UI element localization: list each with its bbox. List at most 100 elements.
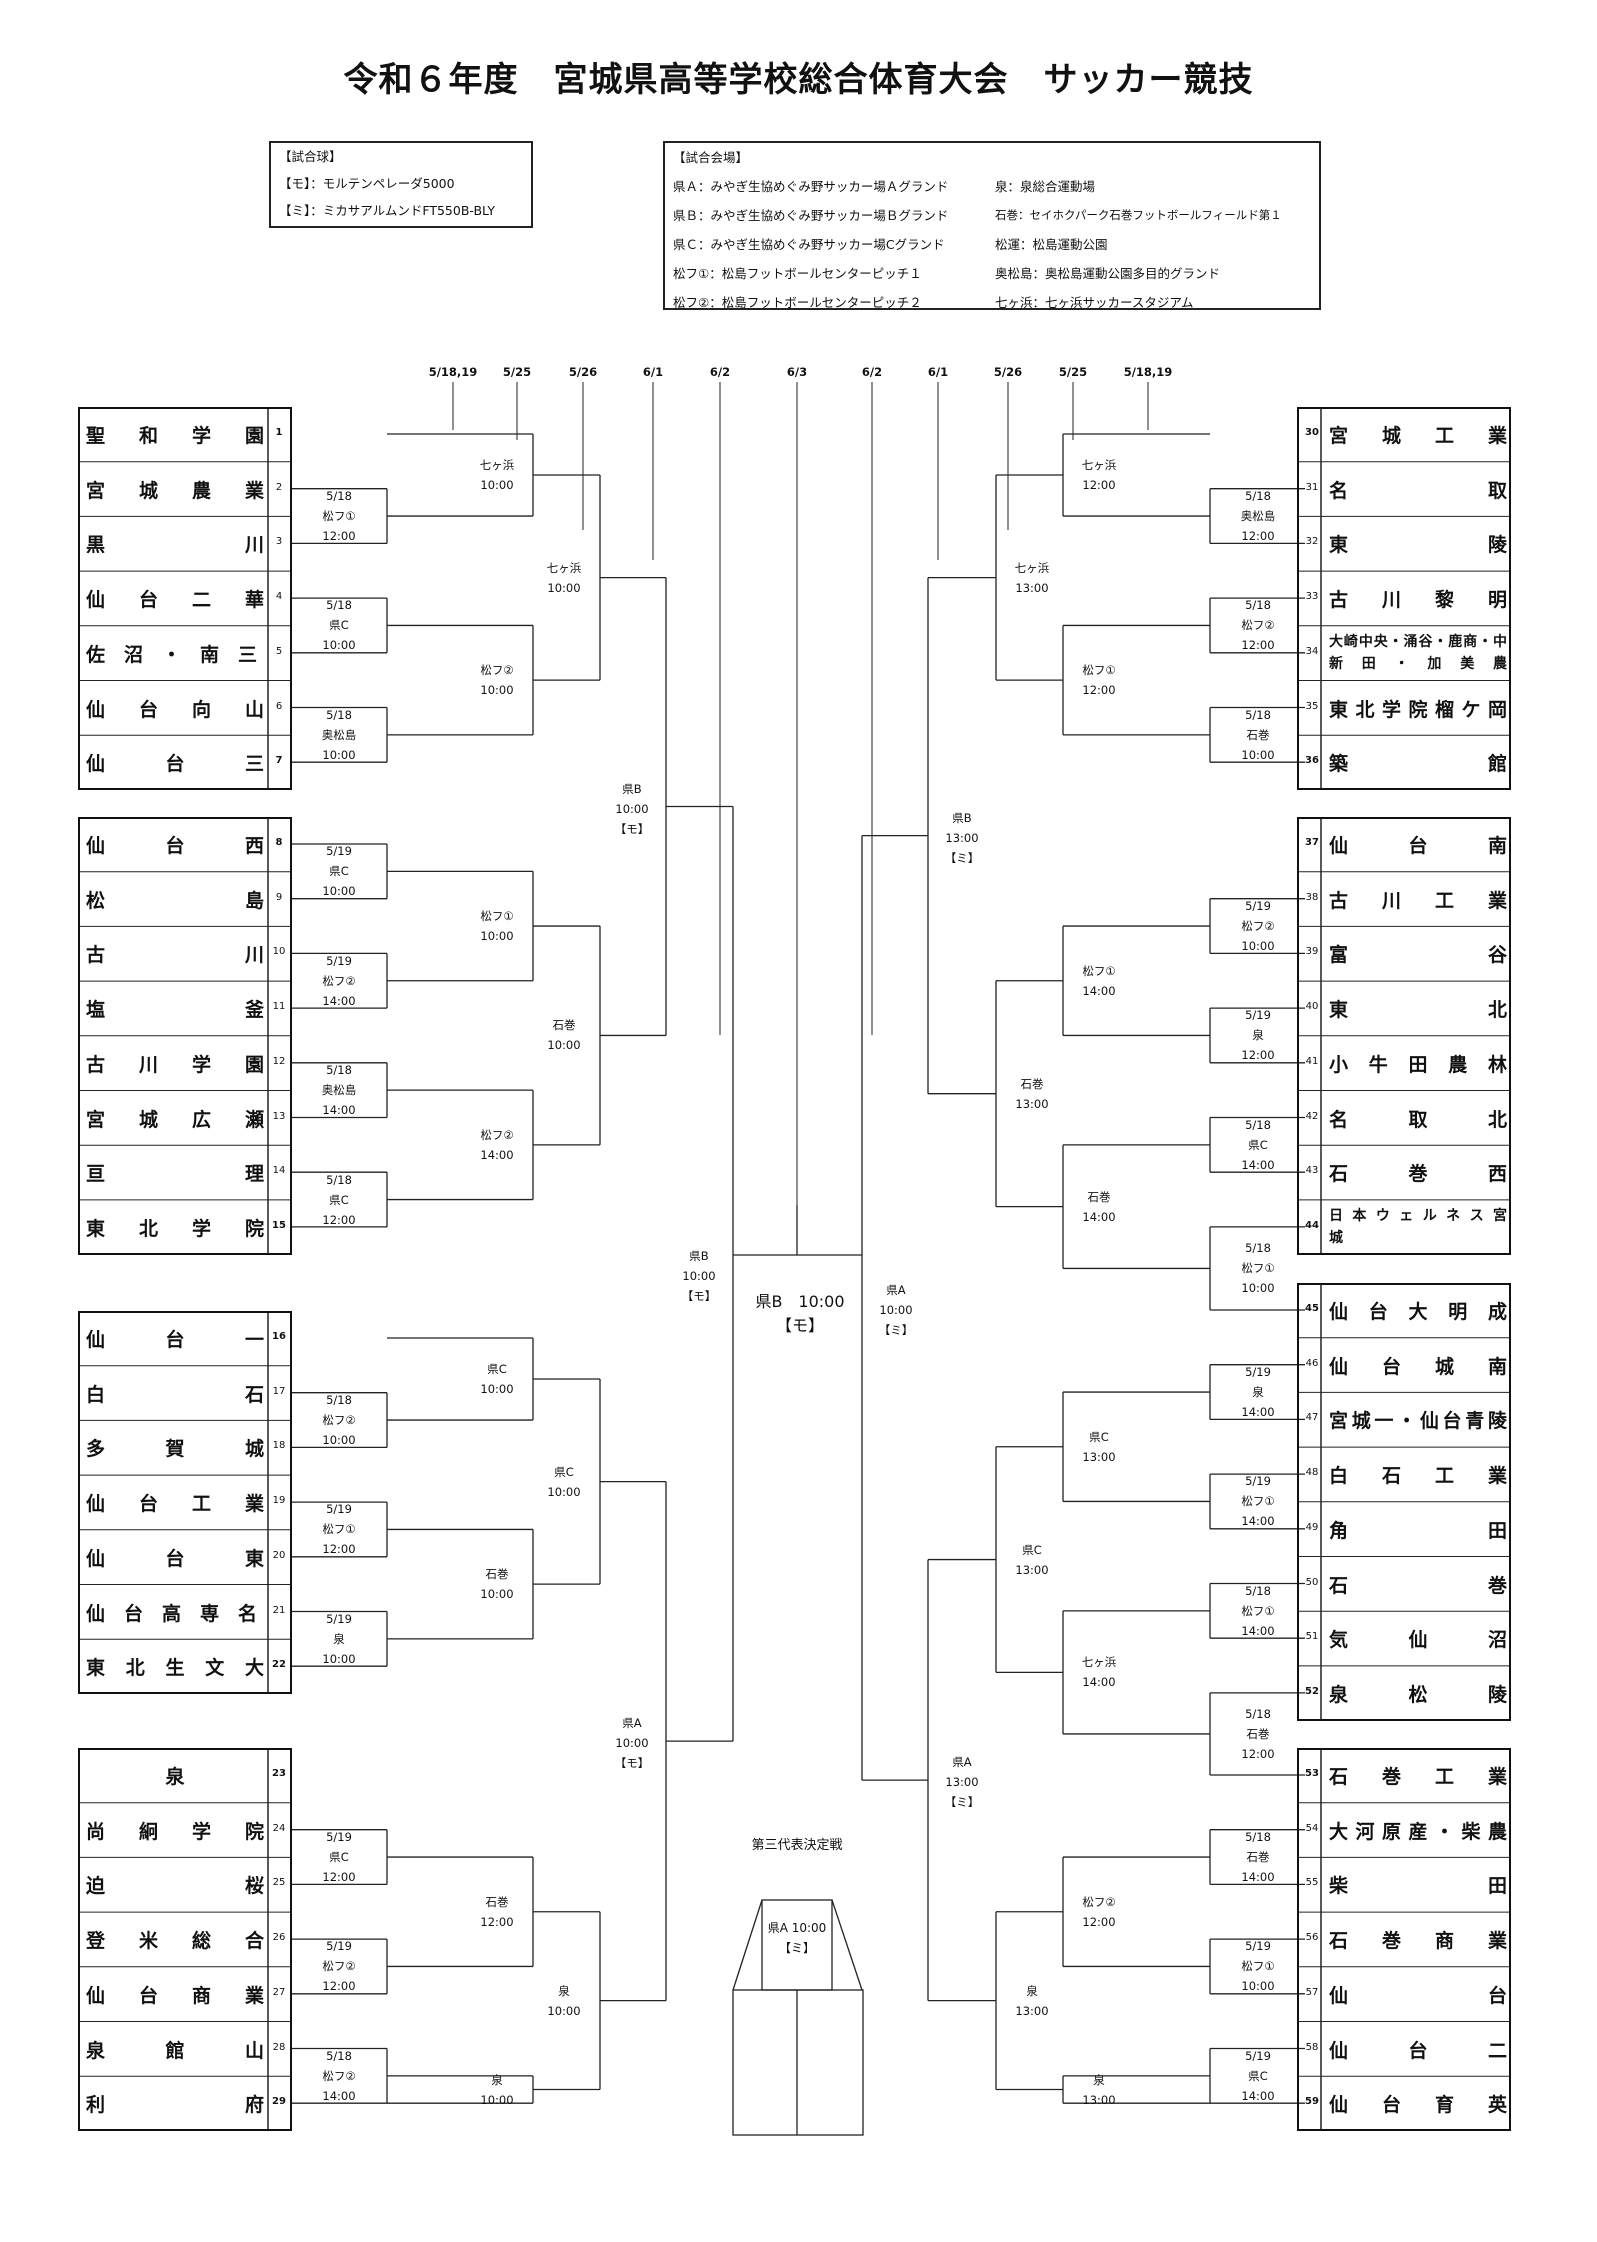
team-row: 角 田: [1323, 1502, 1513, 1557]
team-name: 仙 台 一: [86, 1329, 264, 1351]
team-row: 白 石 工 業: [1323, 1447, 1513, 1502]
round-date: 6/1: [927, 365, 949, 379]
team-number: 31: [1305, 481, 1319, 493]
team-group: [1297, 407, 1511, 790]
team-name: 東 北 学 院: [86, 1217, 264, 1240]
team-number: 30: [1305, 427, 1319, 438]
team-number: 6: [275, 700, 283, 712]
team-name: 塩 釜: [86, 999, 264, 1022]
team-name: 仙 台: [1329, 1984, 1507, 2007]
team-number: 36: [1305, 755, 1319, 767]
team-number: 14: [272, 1165, 286, 1177]
team-name: 仙 台 工 業: [86, 1493, 264, 1516]
team-number: 50: [1305, 1576, 1319, 1588]
ball-legend: 【試合球】 【モ】：モルテンペレーダ5000 【ミ】：ミカサアルムンドFT550…: [269, 141, 533, 228]
team-number: 29: [272, 2096, 286, 2108]
team-name: 仙 台 二 華: [86, 589, 264, 612]
venue-item: 石巻：セイホクパーク石巻フットボールフィールド第１: [995, 208, 1282, 222]
team-name: 石 巻 工 業: [1329, 1766, 1507, 1788]
team-name: 宮 城 工 業: [1329, 425, 1507, 447]
team-group: [1297, 817, 1511, 1255]
team-number: 15: [272, 1219, 286, 1231]
team-group: [78, 817, 292, 1255]
team-number: 41: [1305, 1055, 1319, 1067]
team-name: 大河原産・柴農: [1329, 1820, 1507, 1843]
team-group: [78, 407, 292, 790]
team-row: 迫 桜: [80, 1857, 270, 1912]
team-number: 13: [272, 1110, 286, 1122]
round-date: 5/18,19: [1123, 365, 1173, 379]
team-number: 42: [1305, 1110, 1319, 1122]
team-name: 東 北 生 文 大: [86, 1657, 264, 1680]
team-name: 迫 桜: [86, 1875, 264, 1898]
team-name: 富 谷: [1329, 944, 1507, 967]
third-place-info: 県A 10:00 【ミ】: [762, 1918, 832, 1958]
round-date: 6/2: [709, 365, 731, 379]
team-row: 東 北 生 文 大: [80, 1639, 270, 1694]
page-title: 令和６年度 宮城県高等学校総合体育大会 サッカー競技: [343, 60, 1254, 100]
round-date: 6/1: [642, 365, 664, 379]
third-place-venue: 県A 10:00: [767, 1921, 827, 1935]
team-row: 名 取 北: [1323, 1091, 1513, 1146]
team-number: 20: [272, 1549, 286, 1561]
team-name: 松 島: [86, 889, 264, 912]
team-number: 32: [1305, 536, 1319, 548]
team-number: 3: [275, 536, 283, 548]
team-name: 黒 川: [86, 534, 264, 557]
team-name: 気 仙 沼: [1329, 1629, 1507, 1652]
team-number: 49: [1305, 1521, 1319, 1533]
ball-legend-header: 【試合球】: [279, 149, 342, 164]
team-row: 石 巻 西: [1323, 1145, 1513, 1200]
team-name: 仙 台 育 英: [1329, 2094, 1507, 2117]
final-info: 県B 10:00 【モ】: [735, 1288, 865, 1336]
team-name: 宮城一・仙台青陵: [1329, 1410, 1507, 1433]
final-ball: 【モ】: [775, 1316, 824, 1335]
team-row: 仙 台 商 業: [80, 1967, 270, 2022]
team-number: 27: [272, 1986, 286, 1998]
team-name: 尚 絅 学 院: [86, 1820, 264, 1843]
team-name: 仙 台 二: [1329, 2039, 1507, 2062]
team-row: 尚 絅 学 院: [80, 1803, 270, 1858]
ball-legend-item: 【モ】：モルテンペレーダ5000: [279, 176, 455, 191]
venue-item: 松運：松島運動公園: [995, 237, 1108, 252]
team-number: 40: [1305, 1001, 1319, 1013]
team-row: 仙 台 工 業: [80, 1475, 270, 1530]
round-date: 5/26: [568, 365, 598, 379]
team-row: 柴 田: [1323, 1857, 1513, 1912]
team-number: 25: [272, 1877, 286, 1889]
team-name: 東 北: [1329, 999, 1507, 1022]
team-row: 登 米 総 合: [80, 1912, 270, 1967]
team-row: 仙 台 大 明 成: [1323, 1283, 1513, 1338]
team-row: 小 牛 田 農 林: [1323, 1036, 1513, 1091]
final-venue: 県B 10:00: [755, 1292, 845, 1311]
team-name: 日本ウェルネス宮 城: [1329, 1208, 1513, 1247]
team-row: 仙 台 城 南: [1323, 1338, 1513, 1393]
team-name: 名 取: [1329, 479, 1507, 502]
team-number: 47: [1305, 1412, 1319, 1424]
team-number: 5: [275, 645, 283, 657]
team-number: 23: [272, 1768, 286, 1779]
team-number: 16: [272, 1331, 286, 1342]
team-number: 4: [275, 591, 283, 603]
third-place-label: 第三代表決定戦: [751, 1838, 843, 1853]
team-name: 石 巻: [1329, 1574, 1507, 1597]
team-row: 大河原産・柴農: [1323, 1803, 1513, 1858]
team-number: 56: [1305, 1932, 1319, 1944]
